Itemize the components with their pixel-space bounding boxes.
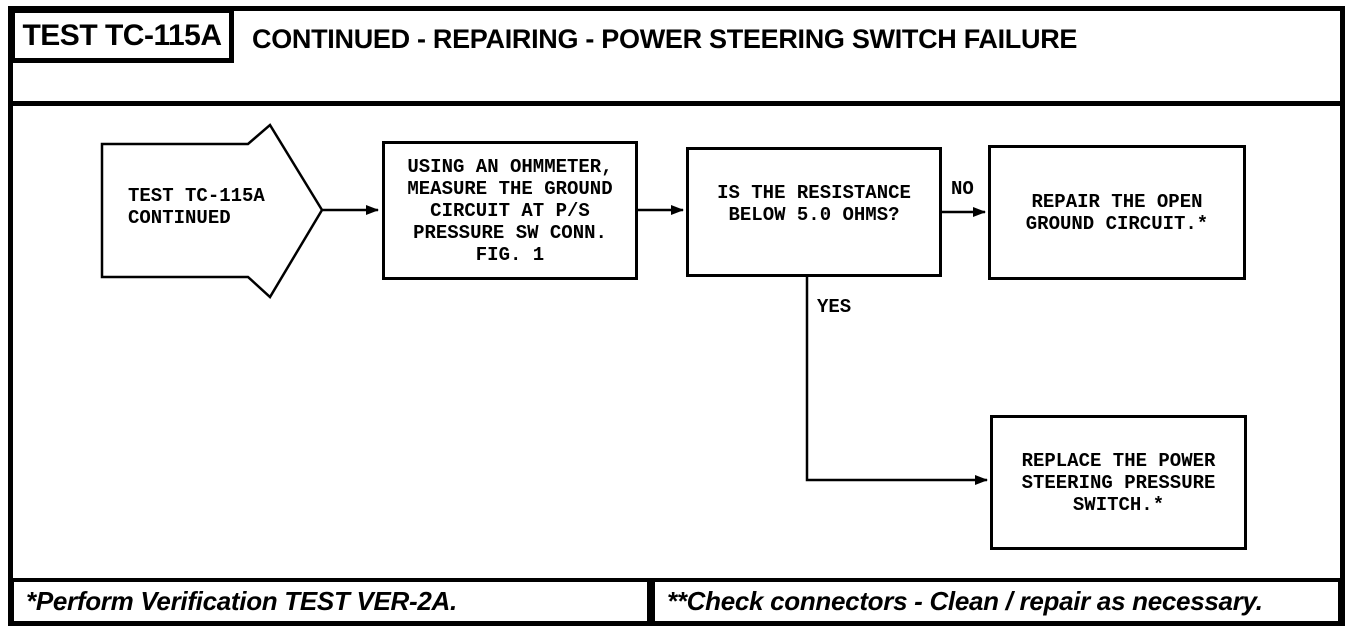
decision-box-resistance-check: IS THE RESISTANCE BELOW 5.0 OHMS? <box>686 147 942 277</box>
page-title: CONTINUED - REPAIRING - POWER STEERING S… <box>252 24 1078 54</box>
footnote-connectors: **Check connectors - Clean / repair as n… <box>651 578 1342 625</box>
action-line: STEERING PRESSURE <box>1021 471 1216 494</box>
action-box-replace-pressure-switch: REPLACE THE POWER STEERING PRESSURE SWIT… <box>990 415 1247 550</box>
process-line: CIRCUIT AT P/S <box>430 199 590 222</box>
decision-line: BELOW 5.0 OHMS? <box>728 204 900 226</box>
process-box-measure-ground-circuit: USING AN OHMMETER, MEASURE THE GROUND CI… <box>382 141 638 280</box>
process-line: FIG. 1 <box>475 243 545 266</box>
test-id-box: TEST TC-115A <box>10 8 234 63</box>
no-branch-label: NO <box>951 178 974 200</box>
footnote-verification: *Perform Verification TEST VER-2A. <box>10 578 651 625</box>
action-line: REPLACE THE POWER <box>1021 449 1216 472</box>
start-node-label: TEST TC-115A CONTINUED <box>128 185 265 229</box>
action-line: GROUND CIRCUIT.* <box>1025 212 1209 235</box>
process-line: USING AN OHMMETER, <box>407 155 613 178</box>
yes-branch-label: YES <box>817 296 852 318</box>
test-id-label: TEST TC-115A <box>22 18 222 52</box>
process-line: MEASURE THE GROUND <box>407 177 613 200</box>
action-line: SWITCH.* <box>1072 493 1165 516</box>
action-box-repair-ground-circuit: REPAIR THE OPEN GROUND CIRCUIT.* <box>988 145 1246 280</box>
decision-line: IS THE RESISTANCE <box>717 182 911 204</box>
header-separator-line <box>8 101 1345 106</box>
start-line: CONTINUED <box>128 207 231 229</box>
footnote-verification-text: *Perform Verification TEST VER-2A. <box>26 586 457 616</box>
action-line: REPAIR THE OPEN <box>1031 190 1203 213</box>
process-line: PRESSURE SW CONN. <box>413 221 607 244</box>
connector-yes-to-replace <box>805 277 988 485</box>
footnote-connectors-text: **Check connectors - Clean / repair as n… <box>667 586 1263 616</box>
start-line: TEST TC-115A <box>128 185 265 207</box>
start-block-arrow-shape <box>100 123 324 299</box>
